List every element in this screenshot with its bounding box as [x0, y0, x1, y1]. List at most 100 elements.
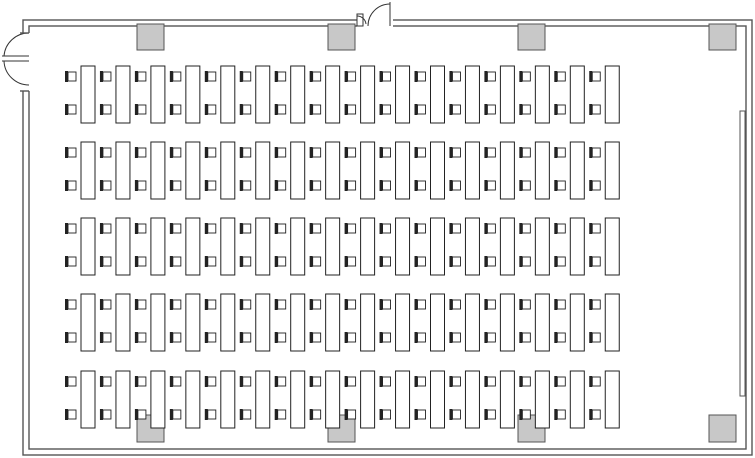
desk-unit	[204, 293, 236, 352]
desk	[499, 370, 515, 429]
pillar-top-3	[517, 23, 546, 51]
desk-unit	[379, 370, 411, 429]
chair-upper	[99, 71, 112, 82]
desk	[185, 217, 201, 276]
chair-lower	[449, 256, 461, 267]
outer-wall	[22, 19, 753, 456]
chair-upper	[519, 376, 531, 387]
desk	[604, 293, 620, 352]
desk	[150, 217, 166, 276]
chair-lower	[554, 332, 566, 343]
chair-upper	[589, 299, 601, 310]
chair-upper	[239, 147, 252, 158]
desk-unit	[274, 370, 306, 429]
desk	[430, 65, 445, 124]
chair-upper	[484, 71, 496, 82]
chair-upper	[204, 223, 217, 234]
chair-upper	[169, 223, 182, 234]
desk-unit	[414, 217, 445, 276]
chair-upper	[589, 376, 601, 387]
top-door	[356, 2, 393, 28]
desk-unit	[274, 217, 306, 276]
desk-unit	[554, 217, 585, 276]
chair-upper	[344, 376, 357, 387]
desk	[80, 65, 96, 124]
chair-upper	[65, 299, 77, 310]
chair-upper	[484, 223, 496, 234]
chair-lower	[204, 409, 217, 420]
desk-unit	[589, 141, 620, 200]
desk	[220, 65, 236, 124]
chair-lower	[239, 256, 252, 267]
chair-lower	[589, 332, 601, 343]
desk	[80, 293, 96, 352]
chair-upper	[65, 147, 77, 158]
chair-upper	[379, 71, 391, 82]
chair-upper	[414, 223, 426, 234]
chair-lower	[414, 256, 426, 267]
desk-unit	[134, 370, 166, 429]
chair-lower	[519, 409, 531, 420]
chair-upper	[99, 147, 112, 158]
chair-upper	[204, 376, 217, 387]
desk	[220, 217, 236, 276]
chair-upper	[449, 223, 461, 234]
chair-lower	[169, 409, 182, 420]
desk	[150, 65, 166, 124]
pillars	[136, 23, 737, 443]
desk-unit	[519, 141, 550, 200]
desk	[360, 141, 376, 200]
chair-upper	[554, 299, 566, 310]
desk	[395, 293, 411, 352]
desk-unit	[379, 217, 411, 276]
chair-upper	[344, 147, 357, 158]
desk	[430, 141, 445, 200]
desk-unit	[134, 217, 166, 276]
chair-lower	[449, 104, 461, 115]
desk	[534, 370, 550, 429]
desk-unit	[519, 370, 550, 429]
chair-lower	[554, 256, 566, 267]
chair-upper	[519, 223, 531, 234]
chair-upper	[589, 147, 601, 158]
chair-lower	[554, 104, 566, 115]
chair-upper	[379, 223, 391, 234]
desk	[325, 141, 341, 200]
desk-unit	[204, 217, 236, 276]
chair-lower	[379, 409, 391, 420]
desk-unit	[554, 293, 585, 352]
chair-lower	[589, 104, 601, 115]
desk	[395, 370, 411, 429]
chair-lower	[99, 180, 112, 191]
chair-upper	[99, 376, 112, 387]
chair-lower	[309, 104, 322, 115]
chair-upper	[344, 299, 357, 310]
desk-unit	[449, 217, 480, 276]
desk-unit	[554, 65, 585, 124]
chair-upper	[449, 147, 461, 158]
chair-upper	[239, 71, 252, 82]
pillar-top-2	[327, 23, 356, 51]
chair-lower	[309, 409, 322, 420]
desk-unit	[344, 217, 376, 276]
chair-lower	[519, 256, 531, 267]
chair-lower	[484, 409, 496, 420]
desk	[464, 65, 480, 124]
chair-lower	[274, 332, 287, 343]
desk-unit	[484, 141, 515, 200]
desk	[395, 65, 411, 124]
desk	[220, 370, 236, 429]
chair-lower	[65, 409, 77, 420]
chair-lower	[554, 180, 566, 191]
desk-unit	[449, 141, 480, 200]
desk-unit	[99, 370, 131, 429]
desk-unit	[344, 141, 376, 200]
desk-unit	[65, 217, 96, 276]
chair-upper	[519, 147, 531, 158]
desk-unit	[274, 141, 306, 200]
chair-upper	[554, 223, 566, 234]
chair-lower	[274, 409, 287, 420]
chair-lower	[309, 180, 322, 191]
desk	[360, 370, 376, 429]
chair-upper	[449, 376, 461, 387]
